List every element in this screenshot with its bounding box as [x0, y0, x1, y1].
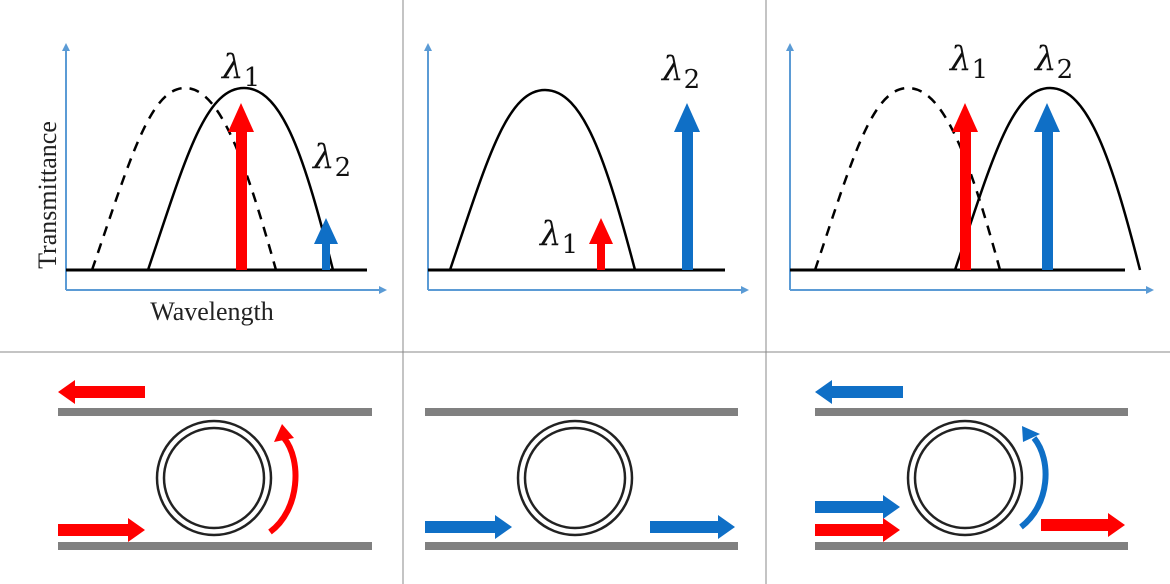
lambda1-arrow-head — [952, 103, 978, 132]
lambda2-arrow — [322, 240, 330, 270]
through-output-arrow-red — [1041, 513, 1125, 537]
lambda1-arrow — [960, 130, 971, 270]
microring-outer — [155, 419, 273, 537]
spectrum-panel-2: λ1 λ2 — [424, 43, 749, 294]
coupling-arrow-blue — [1019, 436, 1049, 530]
lambda2-arrow-head — [1034, 103, 1060, 132]
coupling-arrow-head-blue — [1022, 426, 1040, 442]
spectrum-panel-1: λ1 λ2 Transmittance Wavelength — [33, 43, 387, 326]
microring-outer — [516, 419, 634, 537]
lambda2-arrow-head — [674, 103, 700, 132]
drop-bus-waveguide — [58, 408, 372, 416]
lambda1-arrow-head — [589, 218, 613, 244]
ring-panel-2 — [425, 408, 738, 550]
through-output-arrow-blue — [650, 515, 735, 539]
lambda1-label: λ1 — [538, 214, 578, 260]
lambda2-arrow-head — [314, 218, 338, 244]
resonance-curve — [146, 86, 335, 271]
lambda2-label: λ2 — [1033, 39, 1073, 85]
coupling-arrow-red — [268, 436, 299, 535]
lambda2-arrow — [682, 130, 693, 270]
lambda1-arrow — [236, 130, 247, 270]
through-bus-waveguide — [815, 542, 1128, 550]
resonance-curve — [448, 88, 637, 271]
spectrum-panel-3: λ1 λ2 — [786, 39, 1154, 294]
input-arrow-blue — [425, 515, 512, 539]
lambda2-label: λ2 — [660, 49, 700, 95]
input-arrow-blue — [815, 495, 900, 519]
ring-panel-3 — [815, 380, 1128, 550]
original-resonance-curve — [813, 86, 1002, 271]
drop-bus-waveguide — [815, 408, 1128, 416]
y-axis-label: Transmittance — [33, 121, 62, 269]
shifted-resonance-curve — [953, 86, 1142, 271]
ring-panel-1 — [58, 380, 372, 550]
drop-bus-waveguide — [425, 408, 738, 416]
lambda2-arrow — [1042, 130, 1053, 270]
drop-output-arrow-red — [58, 380, 145, 404]
microring-inner — [162, 426, 266, 530]
microring-inner — [913, 426, 1017, 530]
x-axis-label: Wavelength — [150, 297, 274, 326]
input-arrow-red — [58, 518, 145, 542]
shifted-resonance-curve — [90, 86, 278, 271]
microring-inner — [523, 426, 627, 530]
lambda1-arrow-head — [228, 103, 254, 132]
lambda2-label: λ2 — [311, 137, 351, 183]
lambda1-label: λ1 — [220, 47, 260, 93]
through-bus-waveguide — [425, 542, 738, 550]
lambda1-label: λ1 — [948, 39, 988, 85]
through-bus-waveguide — [58, 542, 372, 550]
drop-output-arrow-blue — [815, 380, 903, 404]
input-arrow-red — [815, 518, 900, 542]
lambda1-arrow — [597, 240, 605, 270]
coupling-arrow-head-red — [274, 424, 294, 442]
microring-outer — [906, 419, 1024, 537]
